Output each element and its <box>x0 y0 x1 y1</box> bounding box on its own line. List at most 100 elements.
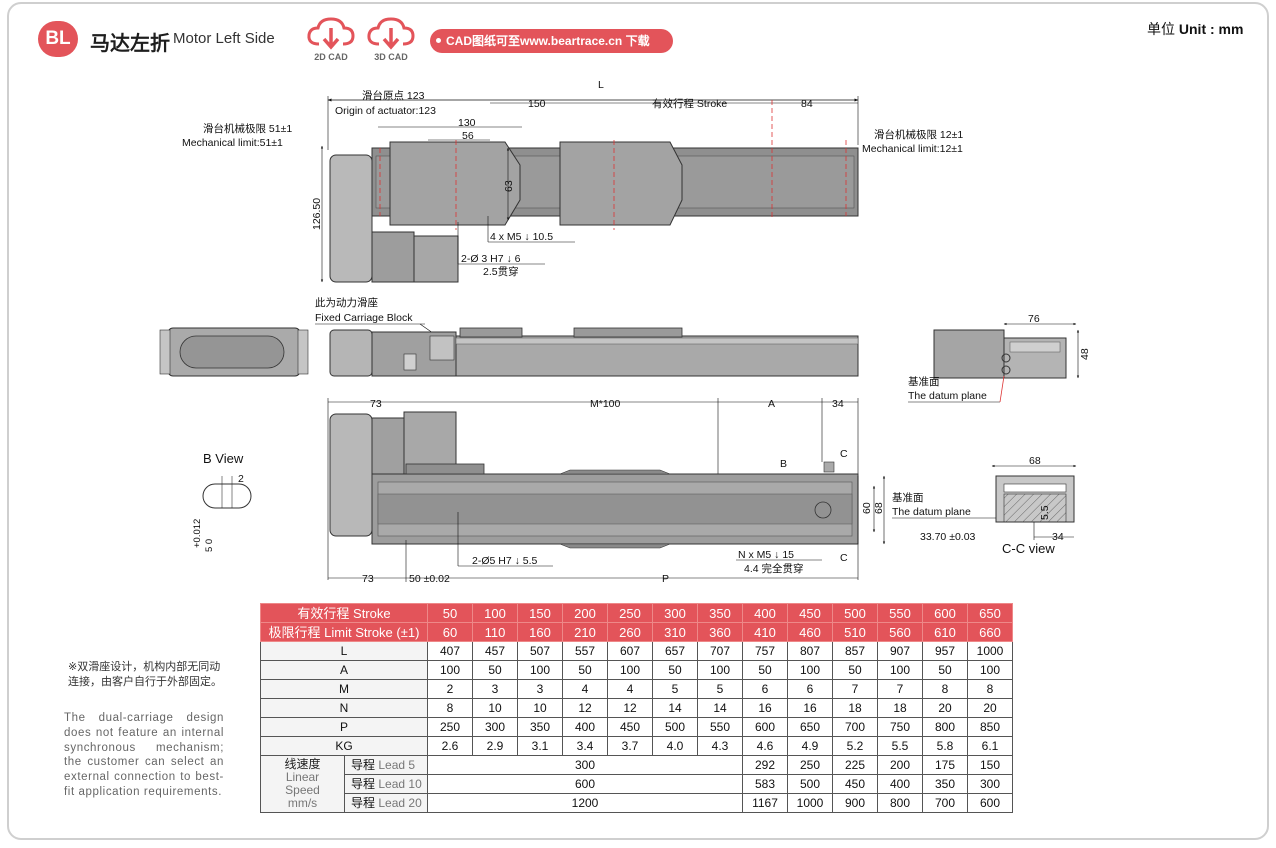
mech-limit-left-en: Mechanical limit:51±1 <box>182 137 283 149</box>
table-cell: 6.1 <box>967 736 1013 756</box>
table-cell: 3 <box>472 679 518 699</box>
table-cell: 50 <box>832 660 878 680</box>
table-cell: 14 <box>697 698 743 718</box>
end-datum-cn: 基准面 <box>908 375 940 388</box>
b-view-tol: +0.012 <box>192 519 203 548</box>
callout-bottom-pin: 2-Ø5 H7 ↓ 5.5 <box>472 555 538 567</box>
cad-2d-label[interactable]: 2D CAD <box>314 52 348 62</box>
stroke-cell: 500 <box>832 603 878 623</box>
top-view: L 滑台原点 123 Origin of actuator:123 150 有效… <box>182 79 963 283</box>
stroke-cell: 250 <box>607 603 653 623</box>
table-row: 极限行程 Limit Stroke (±1) 60 110 160 210 26… <box>260 622 1013 642</box>
stroke-cell: 50 <box>427 603 473 623</box>
lead-cell: 292 <box>742 755 788 775</box>
cad-3d-label[interactable]: 3D CAD <box>374 52 408 62</box>
table-cell: 957 <box>922 641 968 661</box>
table-cell: 6 <box>787 679 833 699</box>
cad-2d-download-icon[interactable] <box>305 16 357 50</box>
cc-dim-33: 33.70 ±0.03 <box>920 531 976 543</box>
table-cell: 12 <box>607 698 653 718</box>
table-cell: 7 <box>832 679 878 699</box>
lead-cell: 175 <box>922 755 968 775</box>
lead-cell: 800 <box>877 793 923 813</box>
stroke-cell: 350 <box>697 603 743 623</box>
origin-en: Origin of actuator:123 <box>335 105 436 117</box>
table-row: 有效行程 Stroke 50 100 150 200 250 300 350 4… <box>260 603 1013 623</box>
stroke-cell: 400 <box>742 603 788 623</box>
lead-cell: 900 <box>832 793 878 813</box>
stroke-header-label: 有效行程 Stroke <box>260 603 428 623</box>
cc-datum-en: The datum plane <box>892 506 971 518</box>
speed-en1: Linear <box>285 770 320 784</box>
table-cell: 100 <box>967 660 1013 680</box>
lead-cell: 600 <box>967 793 1013 813</box>
origin-cn: 滑台原点 123 <box>362 89 425 102</box>
cc-dim-68: 68 <box>1029 455 1041 467</box>
table-cell: 657 <box>652 641 698 661</box>
bottom-view: 73 M*100 A 34 B C C 60 68 <box>327 398 886 585</box>
table-cell: 1000 <box>967 641 1013 661</box>
limit-cell: 60 <box>427 622 473 642</box>
table-cell: 100 <box>427 660 473 680</box>
lead-cell: 450 <box>832 774 878 794</box>
cad-3d-download-icon[interactable] <box>365 16 417 50</box>
row-label: KG <box>260 736 428 756</box>
table-cell: 700 <box>832 717 878 737</box>
table-cell: 4.6 <box>742 736 788 756</box>
table-row: 导程 Lead 20 1200 1167 1000 900 800 700 60… <box>261 793 1013 813</box>
lead-cell: 1167 <box>742 793 788 813</box>
table-cell: 50 <box>472 660 518 680</box>
limit-cell: 560 <box>877 622 923 642</box>
stroke-cell: 200 <box>562 603 608 623</box>
mech-limit-right-cn: 滑台机械极限 12±1 <box>874 128 963 141</box>
speed-unit: mm/s <box>287 796 318 810</box>
stroke-cell: 650 <box>967 603 1013 623</box>
b-view: B View 2 +0.012 5 0 <box>192 451 252 552</box>
lead-cell: 250 <box>787 755 833 775</box>
dim-150: 150 <box>528 98 546 110</box>
table-cell: 807 <box>787 641 833 661</box>
table-cell: 350 <box>517 717 563 737</box>
unit-cn: 单位 <box>1147 21 1175 37</box>
table-cell: 10 <box>472 698 518 718</box>
table-cell: 7 <box>877 679 923 699</box>
table-cell: 550 <box>697 717 743 737</box>
table-cell: 50 <box>922 660 968 680</box>
table-cell: 100 <box>517 660 563 680</box>
stroke-cell: 300 <box>652 603 698 623</box>
bullet-icon <box>436 38 441 43</box>
table-cell: 450 <box>607 717 653 737</box>
stroke-cell: 150 <box>517 603 563 623</box>
table-cell: 507 <box>517 641 563 661</box>
table-cell: 400 <box>562 717 608 737</box>
lead-label: 导程 Lead 10 <box>344 774 428 794</box>
dim-63: 63 <box>503 180 515 192</box>
table-cell: 557 <box>562 641 608 661</box>
table-cell: 10 <box>517 698 563 718</box>
lead-cell: 225 <box>832 755 878 775</box>
lead-cell: 400 <box>877 774 923 794</box>
row-label: A <box>260 660 428 680</box>
cad-download-link[interactable]: CAD图纸可至www.beartrace.cn 下载 <box>430 29 673 53</box>
table-cell: 907 <box>877 641 923 661</box>
table-cell: 2 <box>427 679 473 699</box>
stroke-cell: 100 <box>472 603 518 623</box>
table-cell: 300 <box>472 717 518 737</box>
b-view-tol2: 5 0 <box>204 539 215 552</box>
stroke-label: 有效行程 Stroke <box>652 97 727 110</box>
row-label: P <box>260 717 428 737</box>
unit-en: Unit : mm <box>1178 21 1244 37</box>
cc-dim-34: 34 <box>1052 531 1064 543</box>
limit-cell: 460 <box>787 622 833 642</box>
callout-nm5: N x M5 ↓ 15 <box>738 549 794 561</box>
row-label: N <box>260 698 428 718</box>
dim-P: P <box>662 573 669 585</box>
table-cell: 5.2 <box>832 736 878 756</box>
table-cell: 4 <box>562 679 608 699</box>
table-cell: 16 <box>742 698 788 718</box>
label-C-top: C <box>840 448 848 460</box>
